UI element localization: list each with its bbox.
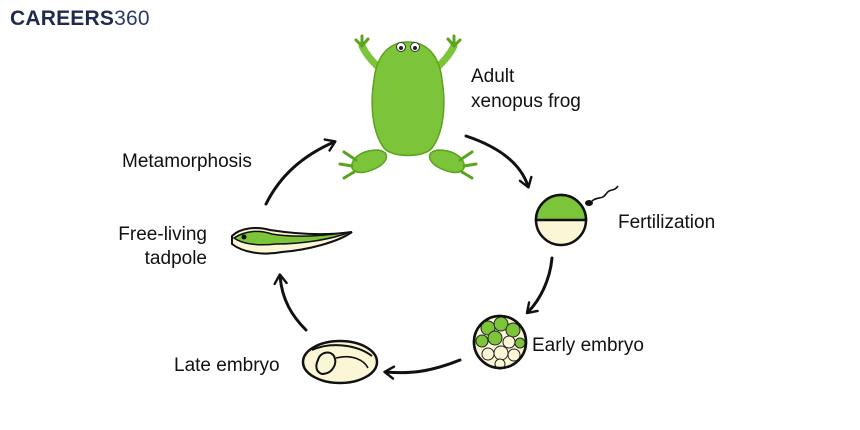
frog-icon [338,34,478,180]
arrow-early-to-late-embryo [383,358,462,380]
label-metamorphosis: Metamorphosis [122,151,252,172]
early-embryo-icon [472,314,528,370]
label-fertilization: Fertilization [618,212,715,233]
label-adult-line2: xenopus frog [471,91,581,112]
label-adult-line1: Adult [471,66,515,87]
tadpole-icon [231,227,353,255]
late-embryo-icon [301,339,379,385]
fertilized-egg-icon [534,193,588,247]
label-tadpole-line1: Free-living [118,224,207,245]
label-tadpole-line2: tadpole [145,248,207,269]
label-early-embryo: Early embryo [532,335,644,356]
brand-word: CAREERS [10,7,115,30]
arrow-adult-to-fertilization [464,134,533,189]
arrow-tadpole-to-adult [264,138,337,206]
brand-logo: CAREERS360 [10,7,150,31]
arrow-fertilization-to-early-embryo [525,256,554,315]
label-late-embryo: Late embryo [174,355,280,376]
sperm-icon [585,185,619,206]
arrow-late-embryo-to-tadpole [273,273,308,332]
brand-number: 360 [114,7,150,30]
